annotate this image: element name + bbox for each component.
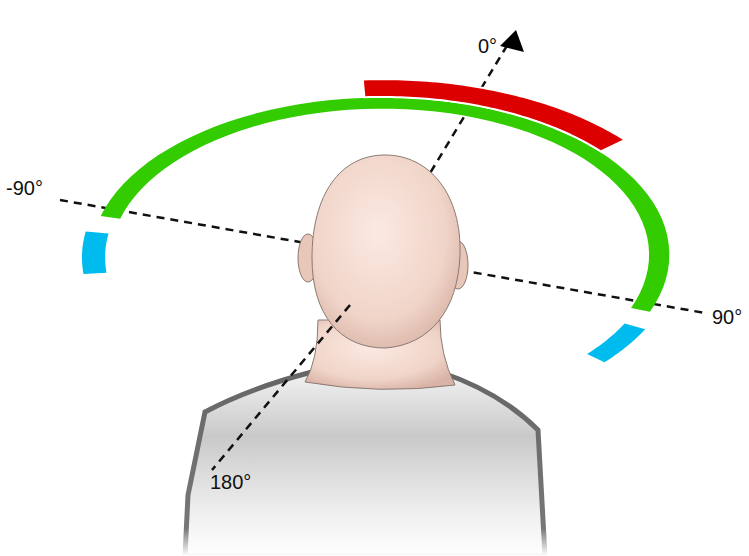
angle-label: 0° bbox=[478, 36, 497, 56]
blue-arc bbox=[82, 231, 109, 274]
arrow-head bbox=[500, 30, 524, 52]
red-arc bbox=[364, 80, 623, 150]
rear-axis bbox=[212, 305, 350, 470]
shoulders bbox=[185, 372, 545, 556]
angle-label: -90° bbox=[6, 178, 43, 198]
angle-label: 90° bbox=[712, 307, 742, 327]
angle-label: 180° bbox=[210, 472, 251, 492]
head bbox=[312, 155, 460, 348]
blue-arc bbox=[587, 323, 645, 362]
